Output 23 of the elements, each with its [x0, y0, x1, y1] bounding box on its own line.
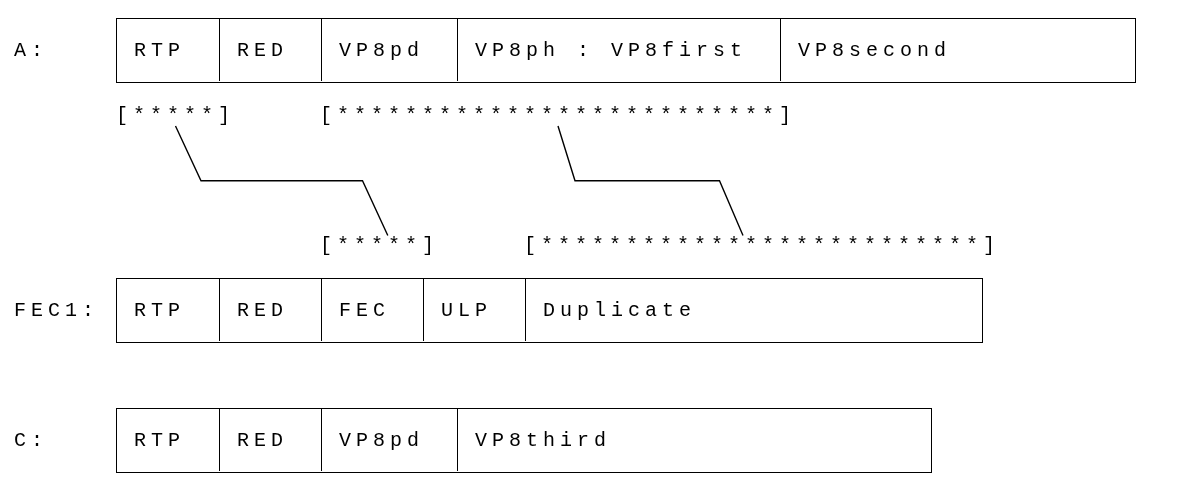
connector-line	[557, 125, 744, 237]
header-field: VP8third	[457, 409, 933, 472]
header-field: VP8second	[780, 19, 1137, 82]
header-field: RTP	[117, 19, 219, 82]
bracket-marker: [**************************]	[320, 99, 797, 132]
bracket-marker: [*****]	[116, 99, 235, 132]
row-label: FEC1:	[14, 298, 99, 325]
header-field: RED	[219, 409, 321, 472]
header-field: RED	[219, 19, 321, 82]
bracket-marker: [**************************]	[524, 229, 1001, 262]
header-field: ULP	[423, 279, 525, 342]
header-field: FEC	[321, 279, 423, 342]
connector-line	[174, 125, 389, 237]
row-label: A:	[14, 38, 48, 65]
header-field: VP8pd	[321, 409, 457, 472]
bracket-marker: [*****]	[320, 229, 439, 262]
row-label: C:	[14, 428, 48, 455]
header-field: VP8pd	[321, 19, 457, 82]
header-field: Duplicate	[525, 279, 984, 342]
header-field: RTP	[117, 409, 219, 472]
header-field: RED	[219, 279, 321, 342]
header-field: RTP	[117, 279, 219, 342]
header-field: VP8ph : VP8first	[457, 19, 780, 82]
